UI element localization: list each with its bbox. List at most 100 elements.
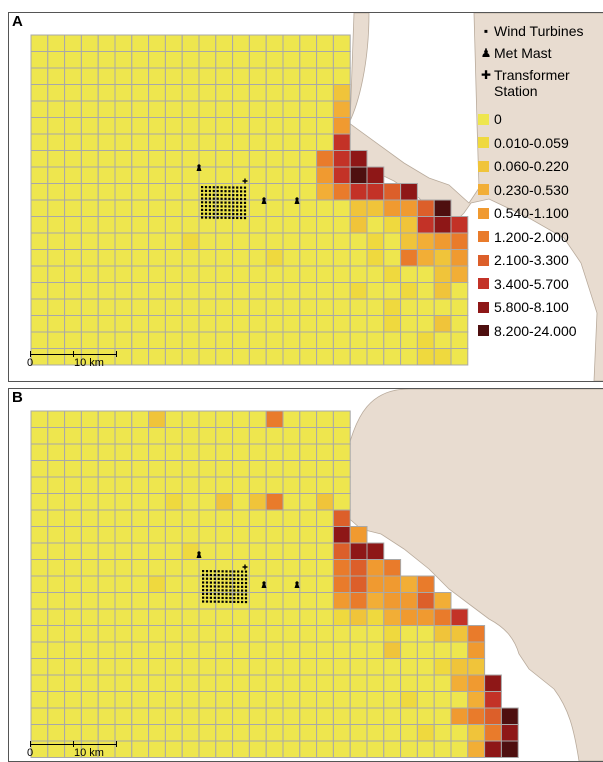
wind-turbine-marker xyxy=(213,596,216,599)
grid-cell xyxy=(47,575,66,593)
grid-cell xyxy=(366,282,385,300)
grid-cell xyxy=(114,51,133,69)
legend-class-label: 0.010-0.059 xyxy=(494,134,569,151)
grid-cell xyxy=(97,183,116,201)
grid-cell xyxy=(232,117,250,135)
grid-cell xyxy=(383,592,402,610)
wind-turbine-marker xyxy=(201,208,204,211)
grid-cell xyxy=(349,575,368,593)
wind-turbine-marker xyxy=(232,194,235,197)
grid-cell xyxy=(97,575,116,593)
grid-cell xyxy=(114,348,133,366)
grid-cell xyxy=(232,674,250,692)
grid-cell xyxy=(282,427,301,445)
grid-cell xyxy=(332,249,351,267)
grid-cell xyxy=(30,724,49,742)
grid-cell xyxy=(131,150,150,168)
wind-turbine-marker xyxy=(212,212,215,215)
grid-cell xyxy=(232,443,250,461)
grid-cell xyxy=(114,67,133,85)
grid-cell xyxy=(181,641,200,659)
map-panel-a: A ▪ Wind Turbines ♟ Met Mast ✚ Transform… xyxy=(8,12,603,382)
wind-turbine-marker xyxy=(220,209,223,212)
met-mast-marker xyxy=(196,551,202,558)
grid-cell xyxy=(383,575,402,593)
grid-cell xyxy=(248,249,267,267)
grid-cell xyxy=(148,183,166,201)
grid-cell xyxy=(383,724,402,742)
grid-cell xyxy=(282,67,301,85)
grid-cell xyxy=(30,34,49,52)
grid-cell xyxy=(484,691,502,709)
wind-turbine-marker xyxy=(233,593,236,596)
wind-turbine-marker xyxy=(212,216,215,219)
legend-class-item: 2.100-3.300 xyxy=(478,252,603,268)
grid-cell xyxy=(64,724,82,742)
wind-turbine-marker xyxy=(204,197,208,200)
wind-turbine-marker xyxy=(216,212,219,215)
grid-cell xyxy=(148,460,166,478)
grid-cell xyxy=(316,67,334,85)
grid-cell xyxy=(148,249,166,267)
grid-cell xyxy=(467,691,486,709)
grid-cell xyxy=(164,166,183,184)
grid-cell xyxy=(316,575,334,593)
grid-cell xyxy=(30,183,49,201)
grid-cell xyxy=(30,625,49,643)
grid-cell xyxy=(114,427,133,445)
grid-cell xyxy=(299,100,318,118)
grid-cell xyxy=(64,331,82,349)
grid-cell xyxy=(164,183,183,201)
grid-cell xyxy=(450,674,469,692)
wind-turbine-marker xyxy=(221,581,224,584)
wind-turbine-marker xyxy=(224,212,227,216)
grid-cell xyxy=(30,460,49,478)
grid-cell xyxy=(316,460,334,478)
grid-cell xyxy=(416,331,435,349)
grid-cell xyxy=(47,592,66,610)
grid-cell xyxy=(433,199,452,217)
grid-cell xyxy=(332,460,351,478)
grid-cell xyxy=(148,724,166,742)
grid-cell xyxy=(265,298,284,316)
grid-cell xyxy=(181,199,200,217)
grid-cell xyxy=(215,348,234,366)
grid-cell xyxy=(282,526,301,544)
grid-cell xyxy=(265,166,284,184)
grid-cell xyxy=(450,740,469,758)
wind-turbine-marker xyxy=(244,593,248,596)
grid-cell xyxy=(80,183,99,201)
grid-cell xyxy=(332,542,351,560)
grid-cell xyxy=(316,232,334,250)
grid-cell xyxy=(316,348,334,366)
grid-cell xyxy=(114,84,133,102)
legend-swatch xyxy=(478,137,489,148)
grid-cell xyxy=(265,216,284,234)
grid-cell xyxy=(248,348,267,366)
grid-cell xyxy=(47,117,66,135)
grid-cell xyxy=(30,691,49,709)
grid-cell xyxy=(80,559,99,577)
grid-cell xyxy=(248,691,267,709)
grid-cell xyxy=(114,331,133,349)
grid-cell xyxy=(282,509,301,527)
grid-cell xyxy=(30,608,49,626)
grid-cell xyxy=(299,348,318,366)
wind-turbine-marker xyxy=(212,208,215,212)
grid-cell xyxy=(198,249,217,267)
grid-cell xyxy=(30,199,49,217)
grid-cell xyxy=(181,724,200,742)
grid-cell xyxy=(332,608,351,626)
grid-cell xyxy=(198,460,217,478)
grid-cell xyxy=(181,427,200,445)
wind-turbine-marker xyxy=(217,600,220,603)
grid-cell xyxy=(198,315,217,333)
legend-class-item: 8.200-24.000 xyxy=(478,323,603,339)
grid-cell xyxy=(383,625,402,643)
grid-cell xyxy=(30,592,49,610)
grid-cell xyxy=(164,559,183,577)
wind-turbine-marker xyxy=(209,589,212,592)
grid-cell xyxy=(198,282,217,300)
grid-cell xyxy=(332,592,351,610)
wind-turbine-marker xyxy=(202,596,205,599)
